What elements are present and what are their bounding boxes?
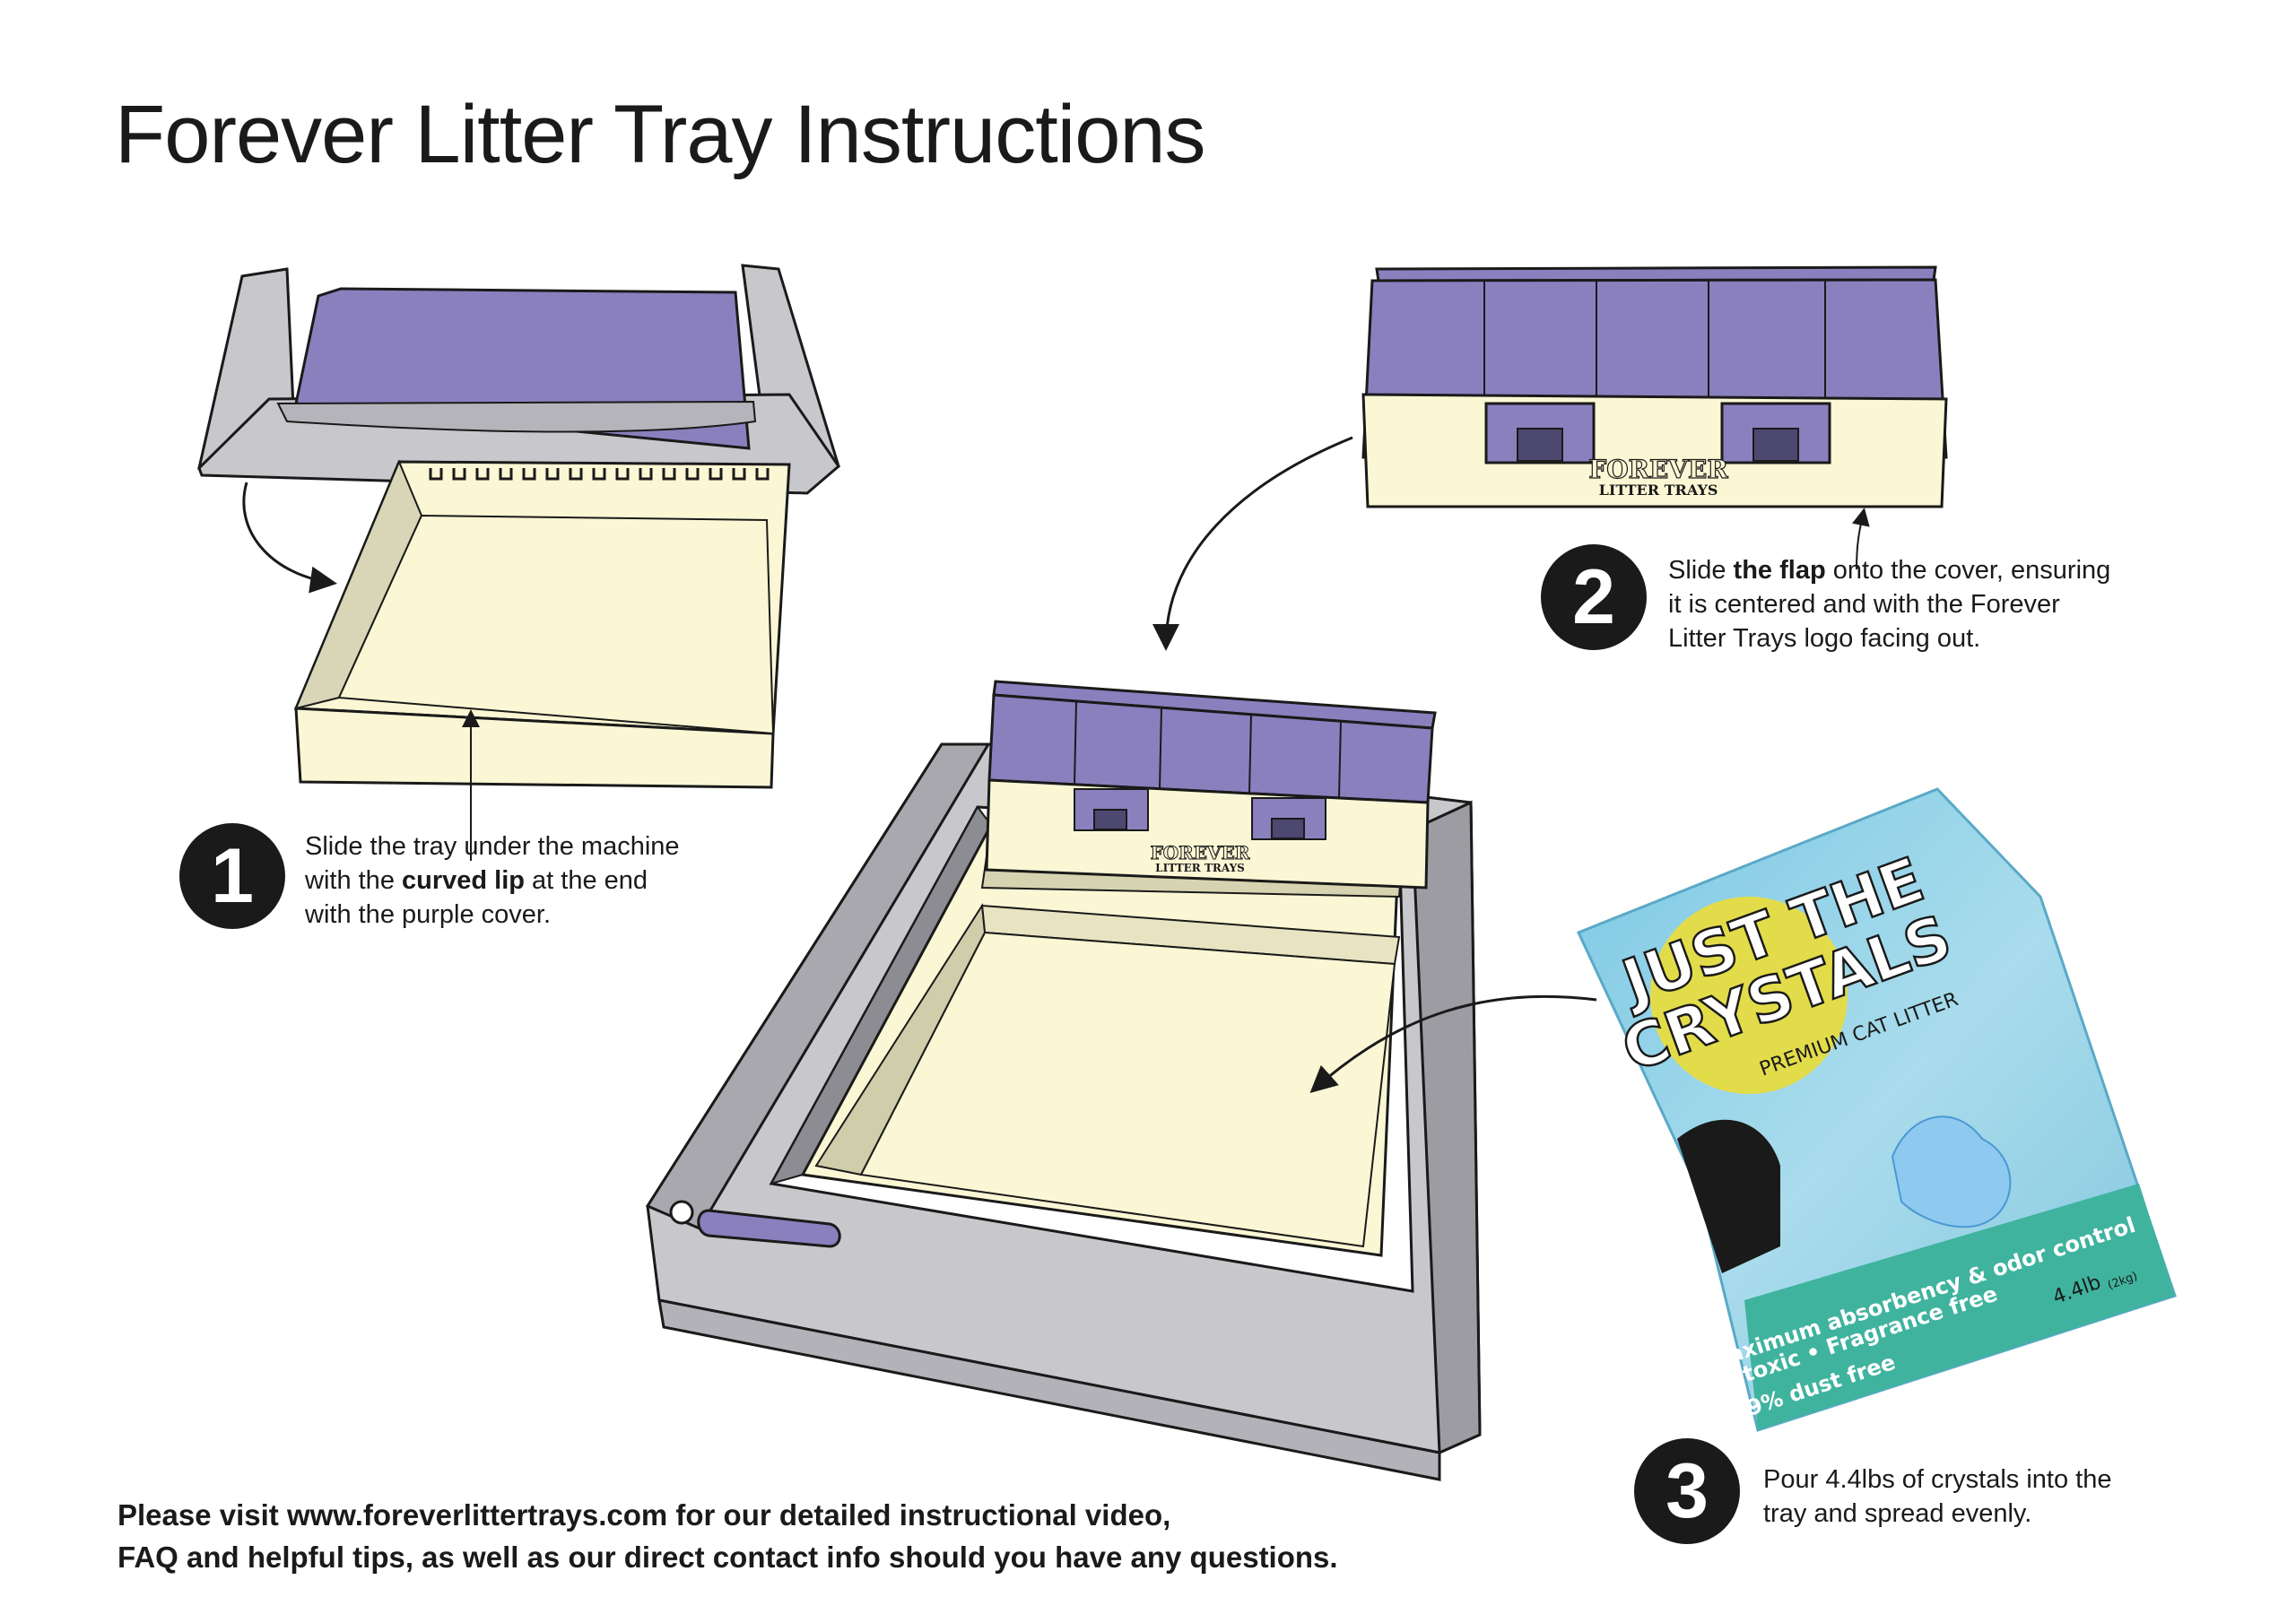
- step-3-line-2: tray and spread evenly.: [1763, 1499, 2032, 1528]
- step-1-line-2: with the curved lip at the end: [305, 866, 648, 895]
- footer-line-2: FAQ and helpful tips, as well as our dir…: [117, 1541, 1338, 1574]
- curved-lip-emphasis: curved lip: [402, 866, 525, 895]
- page-title: Forever Litter Tray Instructions: [115, 89, 1206, 180]
- step-2-line-3: Litter Trays logo facing out.: [1668, 624, 1981, 653]
- step1-tray-illustration: [242, 459, 791, 861]
- step-1-line-3: with the purple cover.: [305, 900, 552, 929]
- step-1-line-1: Slide the tray under the machine: [305, 832, 680, 861]
- step-3-line-1: Pour 4.4lbs of crystals into the: [1763, 1465, 2112, 1494]
- step-2-line-1: Slide the flap onto the cover, ensuring: [1668, 556, 2111, 585]
- step-2-badge: 2: [1541, 544, 1647, 650]
- flap-logo-line1: FOREVER: [1588, 455, 1728, 484]
- assembled-machine-illustration: FOREVER LITTER TRAYS: [645, 680, 1597, 1481]
- machine-logo-line2: LITTER TRAYS: [1155, 862, 1245, 874]
- step-3-instructions: Pour 4.4lbs of crystals into the tray an…: [1763, 1462, 2158, 1531]
- the-flap-emphasis: the flap: [1733, 556, 1826, 585]
- footer-note: Please visit www.foreverlittertrays.com …: [117, 1494, 1338, 1578]
- step2-flap-illustration: FOREVER LITTER TRAYS: [1152, 265, 1948, 651]
- machine-logo-line1: FOREVER: [1151, 842, 1250, 864]
- footer-line-1: Please visit www.foreverlittertrays.com …: [117, 1498, 1171, 1532]
- step1-machine-illustration: [197, 264, 840, 495]
- step-3-badge: 3: [1634, 1438, 1740, 1544]
- step-2-instructions: Slide the flap onto the cover, ensuring …: [1668, 553, 2170, 655]
- step-1-badge: 1: [179, 823, 285, 929]
- flap-logo-line2: LITTER TRAYS: [1599, 482, 1718, 499]
- step-1-instructions: Slide the tray under the machine with th…: [305, 829, 771, 932]
- step-2-line-2: it is centered and with the Forever: [1668, 590, 2060, 619]
- litter-bag-illustration: JUST THE CRYSTALS PREMIUM CAT LITTER 4.4…: [1576, 787, 2177, 1432]
